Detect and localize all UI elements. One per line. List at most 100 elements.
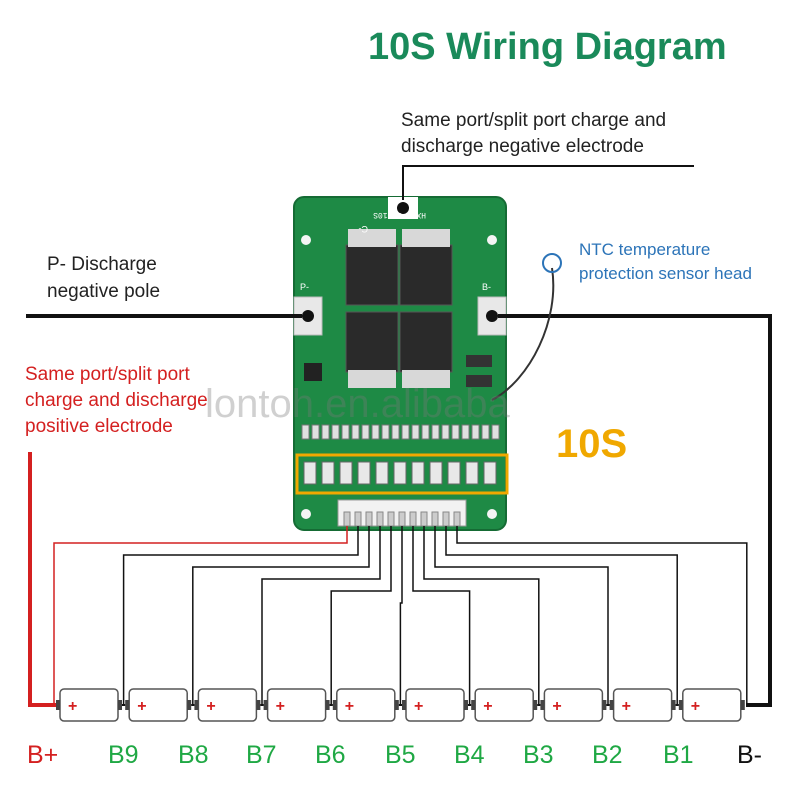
connector-pin bbox=[365, 511, 373, 527]
connector-pin bbox=[354, 511, 362, 527]
smd-part bbox=[303, 461, 317, 485]
balance-lead bbox=[423, 526, 540, 705]
smd-part bbox=[371, 424, 380, 440]
mosfet bbox=[345, 311, 399, 373]
balance-lead bbox=[330, 526, 392, 705]
cell-terminal bbox=[540, 700, 545, 710]
smd-part bbox=[461, 424, 470, 440]
resistor bbox=[466, 375, 492, 387]
cell-terminal bbox=[394, 700, 399, 710]
smd-part bbox=[393, 461, 407, 485]
connector-pin bbox=[409, 511, 417, 527]
mosfet-tab bbox=[402, 229, 450, 247]
c-pad-hole bbox=[397, 202, 409, 214]
battery-cell: + bbox=[194, 688, 261, 722]
smd-part bbox=[401, 424, 410, 440]
cell-plus-mark: + bbox=[414, 698, 423, 715]
cell-terminal bbox=[602, 700, 607, 710]
balance-lead bbox=[456, 526, 748, 705]
connector-pin bbox=[431, 511, 439, 527]
c-port-leader bbox=[402, 165, 694, 200]
smd-part bbox=[357, 461, 371, 485]
cell-plus-mark: + bbox=[483, 698, 492, 715]
smd-part bbox=[421, 424, 430, 440]
mosfet-group bbox=[345, 229, 453, 388]
positive-label-line3: positive electrode bbox=[25, 416, 173, 437]
smd-part bbox=[447, 461, 461, 485]
10s-highlight-box bbox=[295, 453, 509, 495]
balance-lead bbox=[412, 526, 471, 705]
connector-pin bbox=[343, 511, 351, 527]
cell-terminal bbox=[471, 700, 476, 710]
cell-terminal bbox=[194, 700, 199, 710]
smd-part bbox=[321, 461, 335, 485]
cell-plus-mark: + bbox=[622, 698, 631, 715]
p-pad-label: P- bbox=[300, 282, 309, 292]
mount-hole bbox=[487, 509, 497, 519]
ic-chip bbox=[304, 363, 322, 381]
mount-hole bbox=[487, 235, 497, 245]
connection-label-b6: B6 bbox=[315, 741, 346, 769]
resistor bbox=[466, 355, 492, 367]
cell-terminal bbox=[671, 700, 676, 710]
cell-plus-mark: + bbox=[691, 698, 700, 715]
p-pad-hole bbox=[302, 310, 314, 322]
b-pad-label: B- bbox=[482, 282, 491, 292]
battery-cell: + bbox=[540, 688, 607, 722]
cell-plus-mark: + bbox=[345, 698, 354, 715]
smd-part bbox=[391, 424, 400, 440]
board-model-text: HXYP-SH-10S bbox=[373, 210, 426, 219]
smd-part bbox=[451, 424, 460, 440]
battery-cell: + bbox=[678, 688, 745, 722]
mosfet bbox=[399, 244, 453, 306]
connection-label-b4: B4 bbox=[454, 741, 485, 769]
smd-part bbox=[375, 461, 389, 485]
connection-label-b7: B7 bbox=[246, 741, 277, 769]
connector-pin bbox=[398, 511, 406, 527]
connector-pin bbox=[420, 511, 428, 527]
smd-part bbox=[321, 424, 330, 440]
c-port-label-line1: Same port/split port charge and bbox=[401, 110, 667, 131]
cell-plus-mark: + bbox=[137, 698, 146, 715]
battery-cell: + bbox=[56, 688, 122, 722]
connection-label-b-minus: B- bbox=[737, 741, 762, 769]
balance-lead bbox=[192, 526, 370, 705]
smd-part bbox=[429, 461, 443, 485]
mount-hole bbox=[301, 509, 311, 519]
balance-lead bbox=[399, 526, 403, 705]
smd-part bbox=[491, 424, 500, 440]
battery-cell: + bbox=[609, 688, 676, 722]
ntc-label-line1: NTC temperature bbox=[579, 240, 711, 259]
b-negative-wire bbox=[498, 314, 772, 707]
cell-terminal bbox=[678, 700, 683, 710]
battery-cell: + bbox=[125, 688, 192, 722]
cell-plus-mark: + bbox=[552, 698, 561, 715]
smd-row bbox=[301, 424, 500, 440]
smd-part bbox=[481, 424, 490, 440]
connector-pin bbox=[442, 511, 450, 527]
cell-plus-mark: + bbox=[276, 698, 285, 715]
battery-cells: + + + + + + + + + + bbox=[56, 688, 745, 722]
smd-part bbox=[351, 424, 360, 440]
connection-label-b8: B8 bbox=[178, 741, 209, 769]
p-label-line2: negative pole bbox=[47, 281, 161, 302]
cell-terminal bbox=[740, 700, 745, 710]
balance-leads bbox=[53, 526, 748, 705]
cell-terminal bbox=[187, 700, 192, 710]
b-pad-hole bbox=[486, 310, 498, 322]
connector-pins bbox=[343, 511, 461, 527]
10s-badge: 10S bbox=[556, 422, 628, 466]
positive-label-line2: charge and discharge bbox=[25, 390, 208, 411]
connection-label-b3: B3 bbox=[523, 741, 554, 769]
cell-terminal bbox=[118, 700, 122, 710]
smd-part bbox=[301, 424, 310, 440]
smd-row bbox=[303, 461, 497, 485]
cell-terminal bbox=[125, 700, 130, 710]
b-positive-wire bbox=[28, 452, 60, 707]
watermark: lontoh.en.alibaba bbox=[205, 382, 510, 426]
cell-terminal bbox=[332, 700, 337, 710]
cell-terminal bbox=[263, 700, 268, 710]
page-title: 10S Wiring Diagram bbox=[368, 26, 727, 68]
